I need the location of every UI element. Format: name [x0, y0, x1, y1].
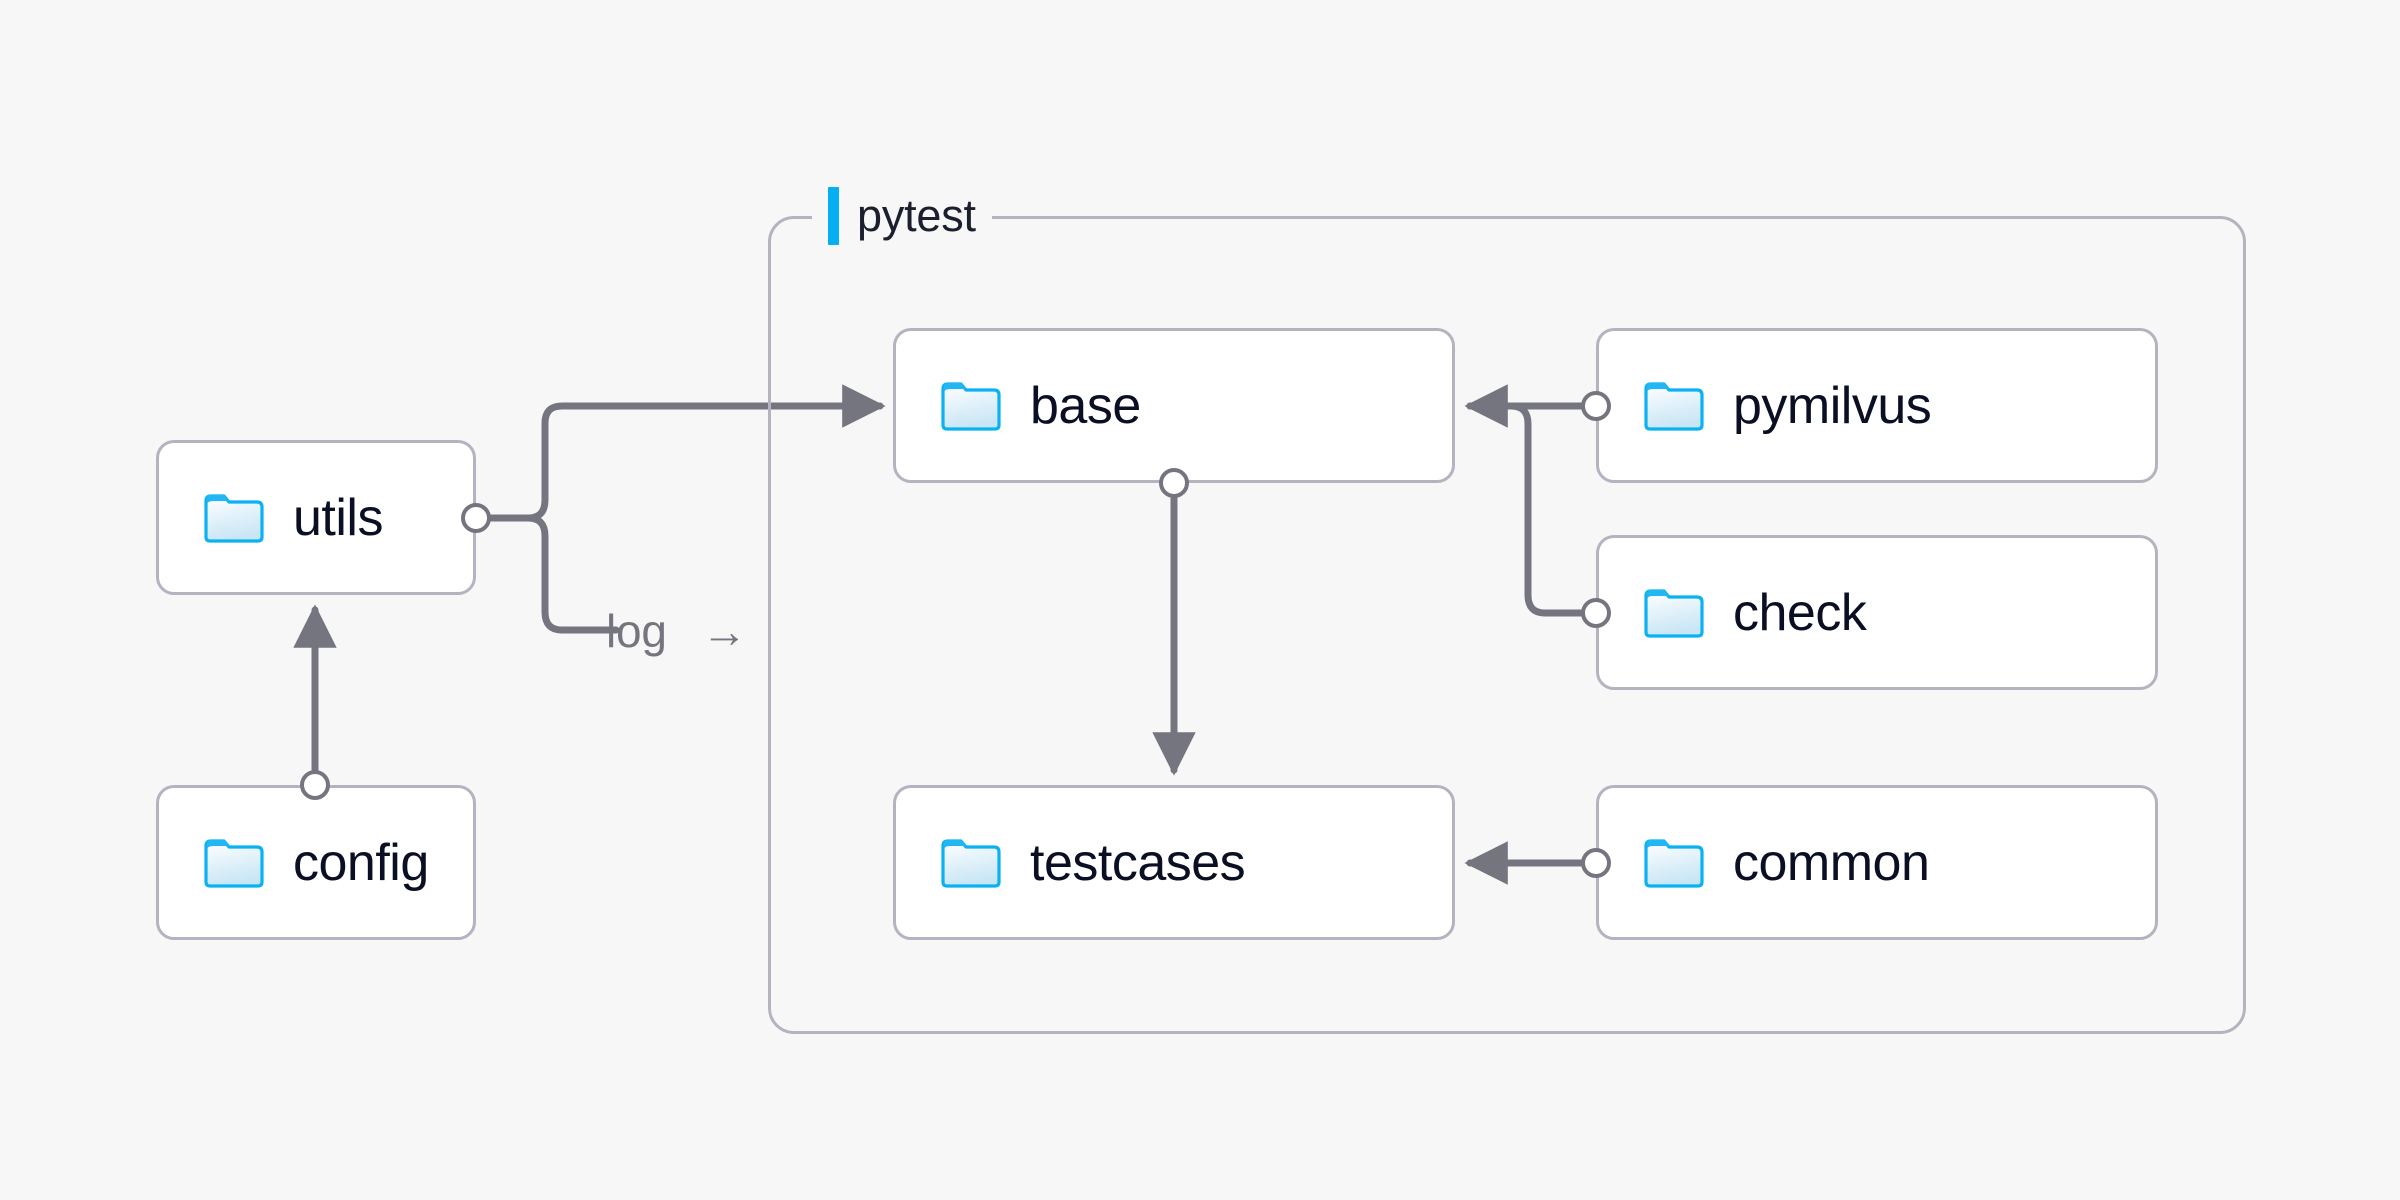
folder-icon [204, 838, 264, 888]
group-label-pytest: pytest [812, 185, 992, 247]
node-label-base: base [1030, 376, 1141, 435]
port-check-left[interactable] [1581, 598, 1611, 628]
port-common-left[interactable] [1581, 848, 1611, 878]
port-base-bottom[interactable] [1159, 468, 1189, 498]
port-config-top[interactable] [300, 770, 330, 800]
node-label-common: common [1733, 833, 1930, 892]
edge-utils-to-log [524, 514, 620, 634]
folder-icon [1644, 588, 1704, 638]
node-label-config: config [293, 833, 429, 892]
arrow-right-icon: → [701, 605, 748, 657]
node-testcases[interactable]: testcases [893, 785, 1455, 940]
group-container-pytest[interactable] [768, 216, 2246, 1034]
node-label-utils: utils [293, 488, 383, 547]
node-label-testcases: testcases [1030, 833, 1246, 892]
edge-label-log: log → [606, 608, 747, 654]
node-common[interactable]: common [1596, 785, 2158, 940]
node-pymilvus[interactable]: pymilvus [1596, 328, 2158, 483]
accent-bar-icon [828, 187, 839, 245]
node-check[interactable]: check [1596, 535, 2158, 690]
folder-icon [1644, 381, 1704, 431]
group-title: pytest [857, 190, 976, 241]
folder-icon [1644, 838, 1704, 888]
node-utils[interactable]: utils [156, 440, 476, 595]
node-base[interactable]: base [893, 328, 1455, 483]
edge-label-log-text: log [606, 605, 667, 657]
folder-icon [204, 493, 264, 543]
port-utils-right[interactable] [461, 503, 491, 533]
node-label-check: check [1733, 583, 1867, 642]
port-pymilvus-left[interactable] [1581, 391, 1611, 421]
node-config[interactable]: config [156, 785, 476, 940]
folder-icon [941, 838, 1001, 888]
folder-icon [941, 381, 1001, 431]
node-label-pymilvus: pymilvus [1733, 376, 1932, 435]
